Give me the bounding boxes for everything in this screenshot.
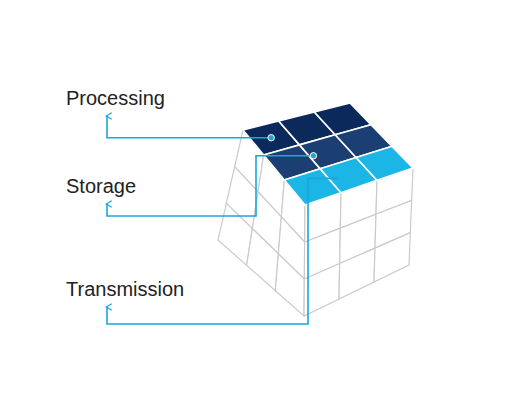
cube-figure (218, 103, 413, 316)
leader-dot (268, 135, 274, 141)
leader-line (107, 178, 338, 324)
cube-side-cell (374, 233, 410, 282)
cube-side-cell (304, 264, 340, 316)
leader-line (107, 156, 313, 216)
cube-top-cell (356, 146, 413, 180)
leader-line (107, 116, 271, 138)
callout-label: Transmission (66, 277, 184, 301)
cube-side-cell (275, 254, 304, 316)
cube-side-cell (218, 203, 252, 265)
cube-side-cell (247, 229, 279, 291)
cube-side-cell (339, 248, 375, 299)
callout-label: Processing (66, 86, 165, 110)
leader-dot (310, 153, 316, 159)
callout-label: Storage (66, 174, 136, 198)
